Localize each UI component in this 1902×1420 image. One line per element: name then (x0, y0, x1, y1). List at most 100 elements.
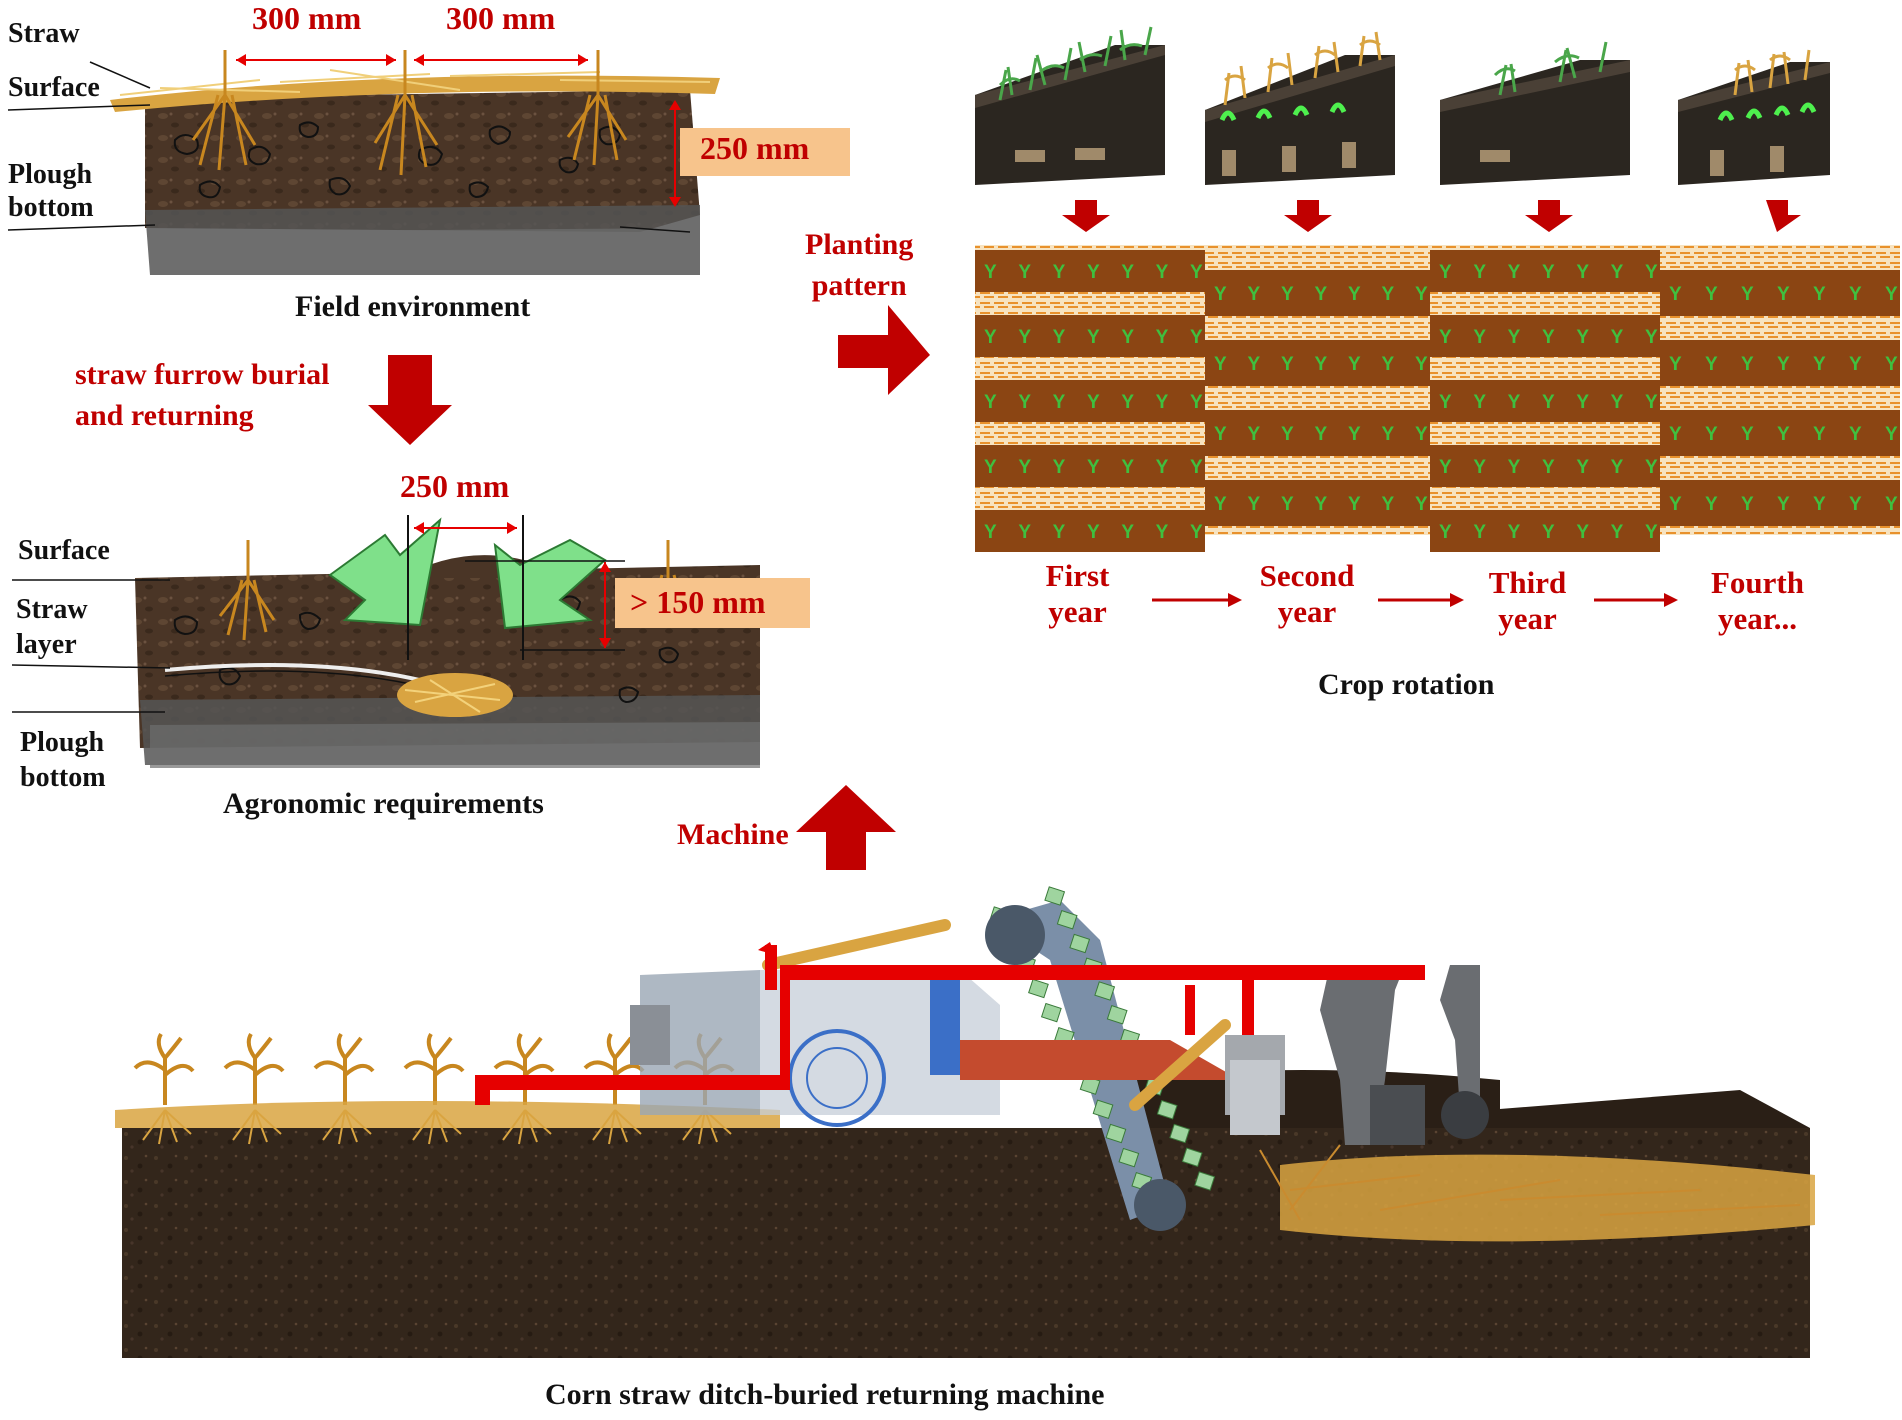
up-arrow-icon (796, 785, 896, 870)
seedling-glyph: Y (1156, 392, 1169, 413)
seedling-glyph: Y (1248, 284, 1261, 305)
seedling-glyph: Y (1053, 392, 1066, 413)
seedling-glyph: Y (1849, 284, 1862, 305)
seedling-glyph: Y (1053, 457, 1066, 478)
seedling-glyph: Y (1439, 392, 1452, 413)
seedling-glyph: Y (1777, 284, 1790, 305)
seedling-glyph: Y (1813, 354, 1826, 375)
seedling-glyph: Y (1087, 392, 1100, 413)
seedling-glyph: Y (1214, 284, 1227, 305)
seedling-glyph: Y (1156, 262, 1169, 283)
seedling-glyph: Y (1053, 262, 1066, 283)
seedling-glyph: Y (1248, 494, 1261, 515)
seedling-glyph: Y (1121, 262, 1134, 283)
seedling-glyph: Y (1473, 457, 1486, 478)
seedling-glyph: Y (1777, 494, 1790, 515)
seedling-glyph: Y (1705, 494, 1718, 515)
year-first: First year (1045, 558, 1110, 629)
label-plough-bottom: Plough bottom (8, 159, 94, 224)
seedling-glyph: Y (1087, 262, 1100, 283)
seedling-glyph: Y (1439, 457, 1452, 478)
seedling-glyph: Y (1576, 522, 1589, 543)
seedling-glyph: Y (1508, 327, 1521, 348)
seedling-glyph: Y (1018, 457, 1031, 478)
seedling-glyph: Y (1741, 284, 1754, 305)
seedling-glyph: Y (1121, 392, 1134, 413)
transition-label: straw furrow burial and returning (75, 358, 330, 432)
seedling-glyph: Y (1669, 354, 1682, 375)
seedling-glyph: Y (984, 327, 997, 348)
seedling-glyph: Y (1508, 392, 1521, 413)
seedling-glyph: Y (1849, 494, 1862, 515)
year-second: Second year (1259, 558, 1355, 629)
right-arrow-icon (838, 305, 930, 395)
seedling-glyph: Y (1348, 494, 1361, 515)
depth-label: 250 mm (700, 130, 810, 166)
seedling-glyph: Y (1669, 494, 1682, 515)
seedling-glyph: Y (1190, 327, 1203, 348)
crop-rotation-blocks (975, 26, 1830, 185)
seedling-glyph: Y (1439, 522, 1452, 543)
seedling-glyph: Y (1156, 457, 1169, 478)
seedling-glyph: Y (1439, 327, 1452, 348)
seedling-glyph: Y (1348, 424, 1361, 445)
seedling-glyph: Y (1121, 457, 1134, 478)
seedling-glyph: Y (1018, 262, 1031, 283)
seedling-glyph: Y (1415, 424, 1428, 445)
seedling-glyph: Y (1645, 262, 1658, 283)
seedling-glyph: Y (1473, 522, 1486, 543)
seedling-glyph: Y (1645, 327, 1658, 348)
seedling-glyph: Y (1473, 392, 1486, 413)
seedling-glyph: Y (984, 457, 997, 478)
label-straw: Straw (8, 18, 80, 49)
label-plough-bottom-2: Plough bottom (20, 727, 106, 793)
rotation-down-arrows (1062, 200, 1801, 232)
seedling-glyph: Y (1382, 354, 1395, 375)
seedling-glyph: Y (1611, 522, 1624, 543)
planting-pattern-label: Planting pattern (805, 228, 914, 302)
seedling-glyph: Y (984, 262, 997, 283)
spacing-label-1: 300 mm (252, 0, 362, 36)
seedling-glyph: Y (1885, 284, 1898, 305)
seedling-glyph: Y (1576, 327, 1589, 348)
depth-label-2: > 150 mm (630, 584, 766, 620)
seedling-glyph: Y (1885, 424, 1898, 445)
seedling-glyph: Y (1777, 354, 1790, 375)
seedling-glyph: Y (1382, 284, 1395, 305)
seedling-glyph: Y (1813, 494, 1826, 515)
seedling-glyph: Y (1156, 327, 1169, 348)
seedling-glyph: Y (1576, 392, 1589, 413)
agronomic-requirements-illustration (11, 515, 810, 768)
seedling-glyph: Y (1542, 327, 1555, 348)
seedling-glyph: Y (1281, 284, 1294, 305)
seedling-glyph: Y (1415, 354, 1428, 375)
seedling-glyph: Y (1053, 522, 1066, 543)
year-fourth: Fourth year... (1711, 565, 1804, 636)
seedling-glyph: Y (1382, 424, 1395, 445)
seedling-glyph: Y (1439, 262, 1452, 283)
seedling-glyph: Y (1473, 327, 1486, 348)
seedling-glyph: Y (1611, 262, 1624, 283)
field-environment-caption: Field environment (295, 290, 531, 323)
seedling-glyph: Y (1576, 262, 1589, 283)
seedling-glyph: Y (1156, 522, 1169, 543)
seedling-glyph: Y (1087, 522, 1100, 543)
seedling-glyph: Y (1813, 424, 1826, 445)
seedling-glyph: Y (1542, 522, 1555, 543)
seedling-glyph: Y (1315, 354, 1328, 375)
seedling-glyph: Y (1611, 392, 1624, 413)
seedling-glyph: Y (1542, 262, 1555, 283)
machine-arrow-label: Machine (677, 818, 789, 851)
seedling-glyph: Y (1669, 424, 1682, 445)
label-surface: Surface (8, 72, 100, 103)
seedling-glyph: Y (1645, 522, 1658, 543)
seedling-glyph: Y (1849, 354, 1862, 375)
seedling-glyph: Y (1415, 494, 1428, 515)
seedling-glyph: Y (1190, 522, 1203, 543)
seedling-glyph: Y (1576, 457, 1589, 478)
down-arrow-icon (368, 355, 452, 445)
seedling-glyph: Y (1315, 424, 1328, 445)
seedling-glyph: Y (1214, 424, 1227, 445)
seedling-glyph: Y (1542, 457, 1555, 478)
